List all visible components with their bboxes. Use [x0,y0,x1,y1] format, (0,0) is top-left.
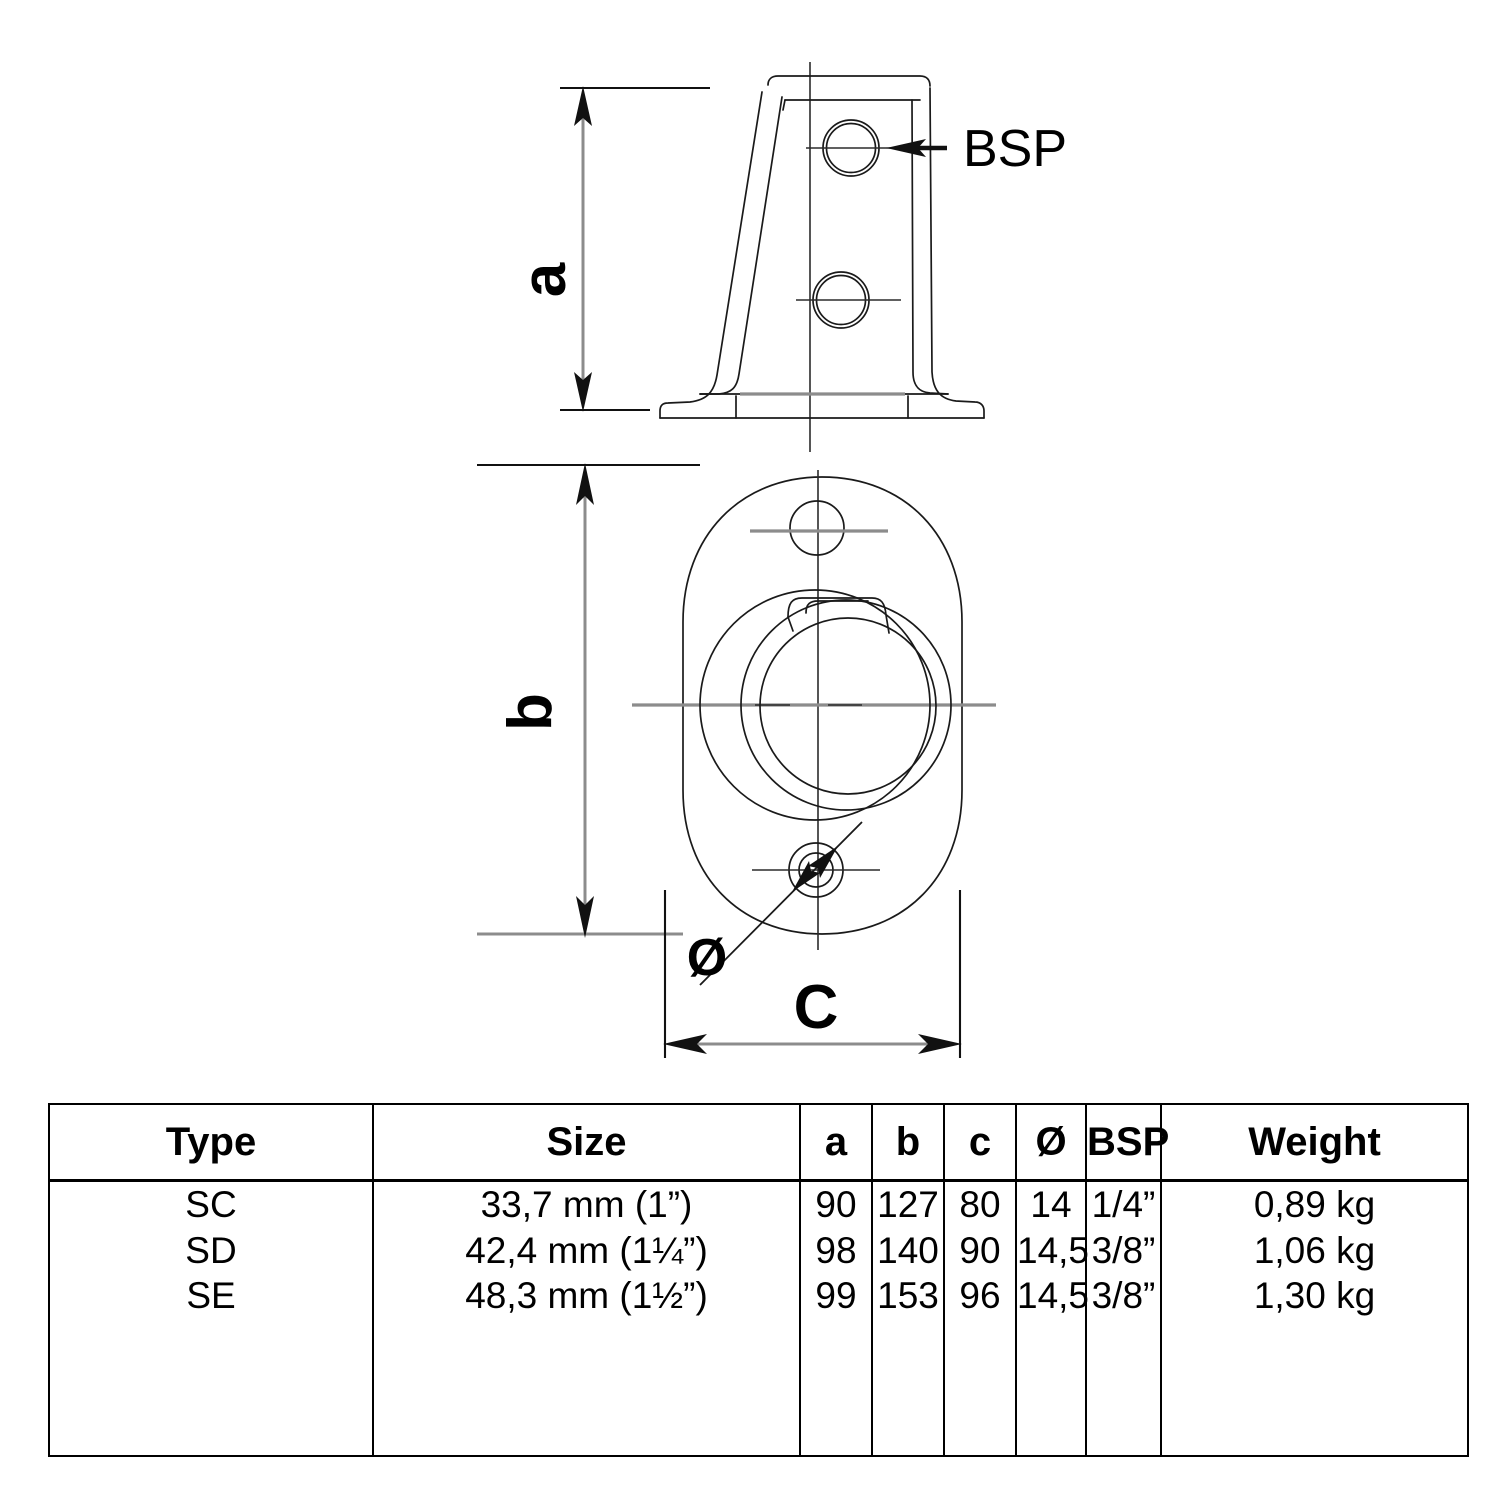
specification-table: Type Size a b c Ø BSP Weight SC 33,7 mm … [48,1103,1469,1457]
cell-bsp: 3/8” [1085,1227,1162,1273]
column-header-b: b [871,1104,945,1182]
pedestal-left-outer-profile [659,91,763,419]
dim-b-arrow-top [576,463,594,505]
tube-outer-circle-rear [699,589,931,821]
oval-base-plate-outline [682,476,963,935]
cell-b: 153 [871,1272,945,1319]
cell-c: 96 [943,1272,1017,1319]
cell-type: SE [49,1272,374,1319]
bsp-leader-arrowhead [886,139,926,157]
cell-size: 48,3 mm (1½”) [372,1272,801,1319]
diameter-arrow-lower [792,861,820,892]
cell-size: 33,7 mm (1”) [372,1180,801,1228]
plan-top-view [477,463,996,1058]
table-body: SC 33,7 mm (1”) 90 127 80 14 1/4” 0,89 k… [49,1180,1468,1456]
cell-empty [49,1363,374,1410]
table-empty-row [49,1318,1468,1364]
tube-bore-circle [759,617,937,795]
table-empty-row [49,1363,1468,1410]
cell-c: 80 [943,1180,1017,1228]
cell-empty [1160,1318,1468,1364]
cell-empty [871,1409,945,1456]
tube-bore-top-left-tick [782,99,786,111]
cell-a: 98 [799,1227,873,1273]
column-header-bsp: BSP [1085,1104,1169,1182]
dim-b-label: b [496,693,565,731]
cell-empty [799,1363,873,1410]
cell-empty [1160,1363,1468,1410]
tube-clamp-tab-outer [787,597,890,634]
column-header-c: c [943,1104,1017,1182]
cell-empty [1085,1318,1162,1364]
pedestal-left-inner-profile [699,96,783,395]
cell-empty [1085,1363,1162,1410]
cell-empty [1015,1363,1087,1410]
cell-empty [49,1318,374,1364]
tube-clamp-tab-inner [805,600,869,614]
table-empty-row [49,1409,1468,1456]
cell-size: 42,4 mm (1¼”) [372,1227,801,1273]
dim-a-label: a [510,262,579,297]
bsp-callout-label: BSP [963,120,1067,178]
table-header-row: Type Size a b c Ø BSP Weight [49,1104,1468,1182]
cell-a: 90 [799,1180,873,1228]
cell-empty [943,1318,1017,1364]
table-row: SE 48,3 mm (1½”) 99 153 96 14,5 3/8” 1,3… [49,1272,1468,1319]
dim-a-arrow-bottom [574,372,592,412]
side-elevation-view [560,62,985,452]
cell-empty [372,1363,801,1410]
cell-bsp: 3/8” [1085,1272,1162,1319]
tube-outer-circle-front [740,599,952,811]
pedestal-right-inner-profile [911,99,949,395]
cell-diameter: 14 [1015,1180,1087,1228]
cell-diameter: 14,5 [1015,1272,1089,1319]
cell-empty [1015,1318,1087,1364]
dim-a-arrow-top [574,86,592,126]
cell-empty [49,1409,374,1456]
pedestal-right-outer-profile [929,87,985,419]
table-header: Type Size a b c Ø BSP Weight [49,1104,1468,1182]
table-row: SD 42,4 mm (1¼”) 98 140 90 14,5 3/8” 1,0… [49,1227,1468,1273]
cell-empty [871,1318,945,1364]
cell-empty [1085,1409,1162,1456]
table-row: SC 33,7 mm (1”) 90 127 80 14 1/4” 0,89 k… [49,1180,1468,1228]
dim-c-arrow-right [918,1034,962,1054]
cell-empty [1015,1409,1087,1456]
cell-diameter: 14,5 [1015,1227,1089,1273]
cell-b: 127 [871,1180,945,1228]
cell-c: 90 [943,1227,1017,1273]
cell-type: SD [49,1227,374,1273]
dim-b-arrow-bottom [576,896,594,938]
cell-empty [799,1318,873,1364]
column-header-type: Type [49,1104,374,1182]
dim-c-arrow-left [663,1034,707,1054]
cell-empty [372,1318,801,1364]
cell-empty [943,1409,1017,1456]
dim-c-label: C [794,973,839,1042]
column-header-a: a [799,1104,873,1182]
plan-upper-bolt-hole [789,500,845,556]
pedestal-top-edge [767,75,931,87]
diameter-arrow-upper [808,846,838,878]
cell-empty [799,1409,873,1456]
diameter-symbol-label: Ø [687,929,727,987]
tube-clamp-tab-left-edge [787,616,794,632]
cell-bsp: 1/4” [1085,1180,1162,1228]
cell-weight: 1,06 kg [1160,1227,1468,1273]
cell-weight: 1,30 kg [1160,1272,1468,1319]
column-header-weight: Weight [1160,1104,1468,1182]
cell-type: SC [49,1180,374,1228]
column-header-diameter: Ø [1015,1104,1087,1182]
cell-empty [1160,1409,1468,1456]
cell-b: 140 [871,1227,945,1273]
cell-a: 99 [799,1272,873,1319]
column-header-size: Size [372,1104,801,1182]
specification-table-container: Type Size a b c Ø BSP Weight SC 33,7 mm … [48,1103,1469,1457]
cell-empty [943,1363,1017,1410]
cell-empty [871,1363,945,1410]
cell-weight: 0,89 kg [1160,1180,1468,1228]
cell-empty [372,1409,801,1456]
